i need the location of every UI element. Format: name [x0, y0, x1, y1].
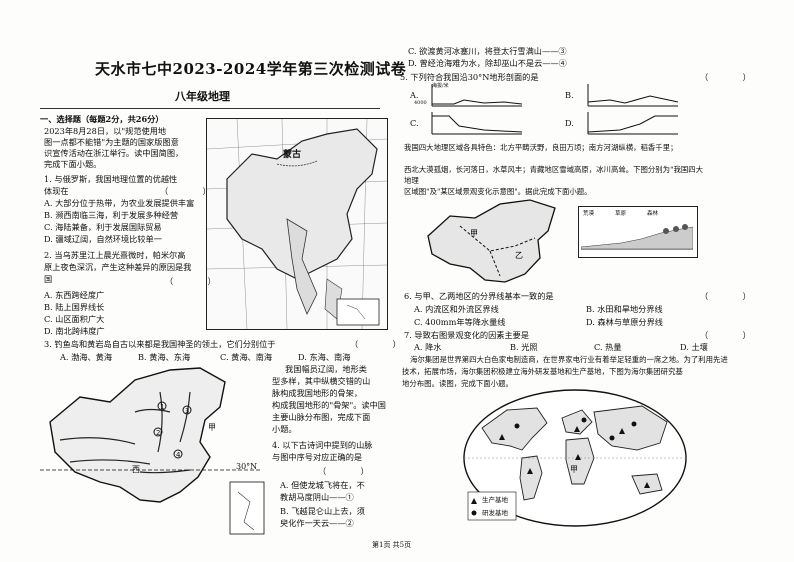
q1-stem: 体现在 [44, 186, 69, 196]
china-outline-svg [207, 119, 387, 329]
q5-option-a: A. [410, 90, 419, 100]
q2-stem: 国 [44, 274, 53, 284]
q1-stem: 1. 与俄罗斯，我国地理位置的优越性 [44, 174, 178, 184]
q1-option: D. 疆域辽阔，自然环境比较单一 [44, 234, 162, 244]
q6-option: C. 400mm年等降水量线 [414, 317, 506, 327]
q6-option: B. 水田和旱地分界线 [586, 304, 663, 314]
passage2-line: 主要山脉分布图，完成下面 [272, 412, 371, 422]
intro-line: 图一点都不能错"为主题的国家版图意 [44, 137, 179, 147]
mountains-map-svg: 1 2 3 4 [40, 367, 265, 535]
q2-option: D. 南北跨纬度广 [44, 326, 105, 336]
q4-option: A. 但使龙城飞将在，不 [280, 480, 365, 490]
q2-stem: 2. 当乌苏里江上晨光熹微时，帕米尔高 [44, 250, 186, 260]
passage2-line: 脉构成我国地形的骨架， [272, 388, 363, 398]
q1-option: A. 大部分位于热带，为农业发展提供丰富 [44, 198, 195, 208]
passage4-line: 海尔集团是世界第四大白色家电制造商，在世界家电行业有着举足轻重的一席之地。为了利… [410, 355, 728, 364]
profile-b [580, 82, 680, 108]
passage4-line: 技术，拓展市场，海尔集团积极建立海外研发基地和生产基地，下图为海尔集团研究基 [402, 367, 683, 376]
passage4-line: 地分布图。读图，完成下面小题。 [402, 379, 513, 388]
inset-label: 荒漠 [583, 211, 595, 217]
answer-paren: （ ） [350, 339, 407, 349]
china-mountains-map: 1 2 3 4 西 30°N 甲 [40, 362, 270, 542]
q4-option: B. 飞越昆仑山上去，须 [280, 506, 365, 516]
q5-stem: 5. 下列符合我国沿30°N地形剖面的是 [400, 72, 539, 82]
q4-option-d: D. 曾经沧海难为水，除却巫山不是云——④ [408, 58, 567, 68]
q7-option: D. 土壤 [680, 342, 708, 352]
answer-paren: （ ） [700, 291, 757, 301]
passage3-line: 西北大漠孤烟，长河落日，水草风丰；青藏地区雪域高原，冰川高耸。下图分别为"我国四… [404, 165, 704, 185]
passage3-line: 区域图"及"某区域景观变化示意图"。据此完成下面小题。 [404, 187, 592, 196]
q6-stem: 6. 与甲、乙两地区的分界线基本一致的是 [404, 291, 554, 301]
q3-option: D. 东海、南海 [298, 352, 351, 362]
q1-option: C. 海陆兼备，利于发展国际贸易 [44, 222, 162, 232]
exam-title: 天水市七中2023-2024学年第三次检测试卷 [95, 60, 407, 78]
map-label-jia: 甲 [208, 423, 216, 432]
title-rule [40, 108, 380, 109]
map-label-west: 西 [132, 465, 140, 474]
profile-d [580, 110, 680, 136]
q4-option: 教胡马度阴山——① [280, 492, 354, 502]
intro-line: 完成下面小题。 [44, 159, 102, 169]
svg-text:2: 2 [156, 429, 160, 437]
passage2-line: 构成我国地形的"骨架"。读中国 [272, 400, 386, 410]
q6-option: D. 森林与草原分界线 [586, 317, 663, 327]
passage2-line: 型多样，其中纵横交错的山 [272, 376, 371, 386]
map-label-30n: 30°N [236, 462, 258, 471]
q4-stem: 与图中序号对应正确的是 [272, 452, 363, 462]
china-outline-map: 蒙古 [206, 118, 388, 330]
svg-text:乙: 乙 [515, 251, 523, 260]
q3-option: A. 渤海、黄海 [60, 352, 113, 362]
q2-option: C. 山区面积广大 [44, 314, 105, 324]
passage3-line: 我国四大地理区域各具特色：北方平畴沃野，良田万顷；南方河湖纵横，稻香千里； [404, 143, 678, 152]
inset-label: 草原 [615, 211, 627, 217]
svg-text:3: 3 [185, 407, 189, 415]
q2-stem: 原上夜色深沉，产生这种差异的原因是我 [44, 262, 192, 272]
section-heading: 一、选择题（每题2分，共26分） [40, 114, 164, 124]
answer-paren: （ ） [700, 330, 757, 340]
q2-option: B. 陆上国界线长 [44, 302, 105, 312]
q2-option: A. 东西跨经度广 [44, 290, 105, 300]
profile-tick: 4000 [414, 100, 427, 106]
q1-option: B. 濒西南临三海，利于发展多种经营 [44, 210, 179, 220]
q5-option-d: D. [565, 118, 574, 128]
answer-paren: （ ） [160, 186, 217, 196]
inset-label: 森林 [647, 211, 659, 217]
q4-option: 臾化作一天云——② [280, 518, 354, 528]
q7-option: C. 热量 [594, 342, 622, 352]
intro-line: 2023年8月28日，以"规范使用地 [44, 126, 167, 136]
haier-world-map: 生产基地 研发基地 甲 [462, 388, 688, 528]
answer-paren: （ ） [700, 72, 757, 82]
world-label-jia: 甲 [570, 465, 578, 474]
map-label-mongolia: 蒙古 [283, 150, 302, 160]
intro-line: 识宣传活动在浙江举行。读中国简图， [44, 148, 184, 158]
svg-text:1: 1 [160, 403, 164, 411]
svg-text:甲: 甲 [470, 229, 478, 238]
answer-paren: （ ） [165, 276, 222, 286]
answer-paren: （ ） [318, 466, 375, 476]
q7-option: A. 降水 [414, 342, 442, 352]
q7-option: B. 光照 [510, 342, 538, 352]
passage2-line: 我国幅员辽阔，地形类 [285, 364, 367, 374]
svg-text:4: 4 [176, 451, 181, 459]
q7-stem: 7. 导致右图景观变化的因素主要是 [404, 330, 530, 340]
profile-c [424, 110, 524, 136]
q6-option: A. 内流区和外流区界线 [414, 304, 499, 314]
passage2-line: 小题。 [272, 424, 297, 434]
landscape-change-inset: 荒漠 草原 森林 [578, 206, 698, 258]
q4-stem: 4. 以下古诗词中提到的山脉 [272, 440, 373, 450]
q3-option: C. 黄海、南海 [220, 352, 273, 362]
four-regions-map: 甲 乙 [420, 196, 570, 294]
q3-stem: 3. 钓鱼岛和黄岩岛自古以来都是我国神圣的领土，它们分别位于 [44, 339, 276, 349]
page-footer: 第1页 共5页 [372, 541, 412, 549]
q5-option-c: C. [410, 118, 419, 128]
profile-axis-label: 海拔/米 [432, 83, 449, 89]
legend-production: 生产基地 [482, 496, 508, 504]
exam-subtitle: 八年级地理 [175, 90, 230, 103]
q3-option: B. 黄海、东海 [138, 352, 191, 362]
q5-option-b: B. [565, 90, 574, 100]
q4-option-c: C. 欲渡黄河冰塞川，将登太行雪满山——③ [408, 46, 567, 56]
legend-research: 研发基地 [482, 509, 508, 517]
profile-a [424, 82, 524, 108]
